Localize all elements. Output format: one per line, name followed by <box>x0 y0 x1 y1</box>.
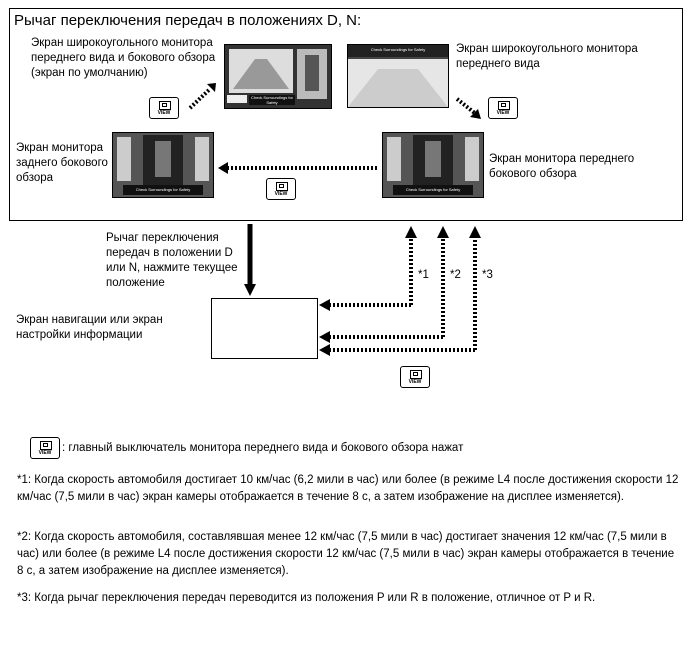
label-front-side: Экран монитора переднего бокового обзора <box>489 153 635 180</box>
view-button-4[interactable]: VIEW <box>400 366 430 388</box>
camera-icon <box>410 370 422 379</box>
screen-wide-front: Check Surroundings for Safety <box>347 44 449 108</box>
view-button-2[interactable]: VIEW <box>488 97 518 119</box>
frame-title: Рычаг переключения передач в положениях … <box>14 12 362 29</box>
screen-rear-side-image <box>113 133 213 197</box>
d-n-position-frame <box>9 8 683 221</box>
screen-banner-4: Check Surroundings for Safety <box>405 187 461 192</box>
label-wide-front-side: Экран широкоугольного монитора переднего… <box>31 37 216 79</box>
marker-2: *2 <box>450 269 461 281</box>
camera-icon <box>276 182 288 191</box>
view-button-3[interactable]: VIEW <box>266 178 296 200</box>
view-label: VIEW <box>274 191 288 197</box>
screen-wide-front-side: Check Surroundings for Safety <box>224 44 332 109</box>
camera-icon <box>498 101 510 110</box>
screen-banner-1: Check Surroundings for Safety <box>250 95 294 105</box>
camera-icon <box>159 101 171 110</box>
note-2: *2: Когда скорость автомобиля, составляв… <box>17 531 675 577</box>
view-label: VIEW <box>496 110 510 116</box>
shift-instruction: Рычаг переключения передач в положении D… <box>106 232 238 289</box>
screen-wide-front-side-image <box>225 45 331 108</box>
note-3: *3: Когда рычаг переключения передач пер… <box>17 592 596 604</box>
screen-front-side-image <box>383 133 483 197</box>
screen-front-side: Check Surroundings for Safety <box>382 132 484 198</box>
marker-1: *1 <box>418 269 429 281</box>
screen-wide-front-image <box>348 45 448 107</box>
screen-rear-side: Check Surroundings for Safety <box>112 132 214 198</box>
view-label: VIEW <box>157 110 171 116</box>
navigation-screen-box <box>211 298 318 359</box>
label-wide-front: Экран широкоугольного монитора переднего… <box>456 43 638 70</box>
screen-banner-2: Check Surroundings for Safety <box>370 47 426 52</box>
label-rear-side: Экран монитора заднего бокового обзора <box>16 142 108 184</box>
view-label: VIEW <box>408 379 422 385</box>
view-label: VIEW <box>38 450 52 456</box>
view-button-1[interactable]: VIEW <box>149 97 179 119</box>
legend-view-button-icon: VIEW <box>30 437 60 459</box>
screen-banner-3: Check Surroundings for Safety <box>135 187 191 192</box>
legend-text: : главный выключатель монитора переднего… <box>62 442 464 454</box>
camera-icon <box>40 441 52 450</box>
note-1: *1: Когда скорость автомобиля достигает … <box>17 474 679 503</box>
marker-3: *3 <box>482 269 493 281</box>
nav-label: Экран навигации или экран настройки инфо… <box>16 314 163 341</box>
